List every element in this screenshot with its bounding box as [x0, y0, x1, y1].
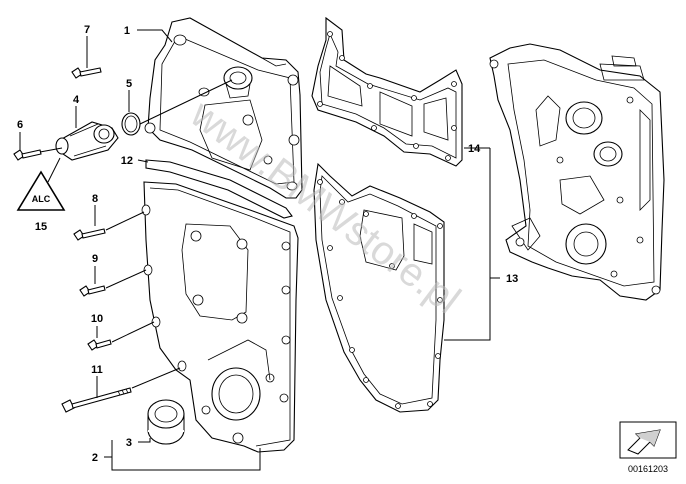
callout-13: 13: [506, 273, 518, 285]
bolt-6: [13, 149, 42, 161]
callout-7: 7: [84, 24, 90, 36]
callout-8: 8: [92, 193, 98, 205]
callout-14: 14: [468, 143, 481, 155]
callout-11: 11: [91, 364, 103, 376]
callout-3: 3: [126, 437, 132, 449]
upper-timing-cover: [144, 17, 303, 199]
shaft-seal: [147, 399, 185, 445]
callout-1: 1: [124, 25, 130, 37]
bolt-8: [73, 228, 106, 241]
lower-gasket: [313, 162, 445, 413]
leader-lines: [19, 29, 500, 471]
warning-label: ALC: [16, 170, 66, 211]
callout-6: 6: [17, 119, 23, 131]
callout-4: 4: [73, 94, 80, 106]
callout-15: 15: [35, 221, 47, 233]
bolt-7: [71, 67, 102, 79]
callout-9: 9: [92, 253, 98, 265]
callout-labels: 1 7 5 4 6 12 15 8 9 10 11 2 3 14 13: [17, 24, 518, 464]
bolt-9: [79, 285, 106, 297]
reference-number: 00161203: [628, 464, 668, 474]
upper-gasket: [311, 16, 463, 167]
bolt-11: [61, 387, 132, 413]
warning-label-text: ALC: [32, 194, 51, 204]
callout-5: 5: [126, 78, 132, 90]
callout-2: 2: [92, 452, 98, 464]
callout-10: 10: [91, 313, 103, 325]
sealing-strip: [145, 159, 293, 219]
lower-timing-cover: [141, 181, 299, 453]
engine-block-front: [489, 43, 665, 301]
reference-box: 00161203: [619, 421, 677, 474]
callout-12: 12: [121, 155, 133, 167]
o-ring: [121, 112, 141, 136]
bolt-10: [87, 339, 112, 351]
chain-tensioner: [55, 121, 119, 161]
